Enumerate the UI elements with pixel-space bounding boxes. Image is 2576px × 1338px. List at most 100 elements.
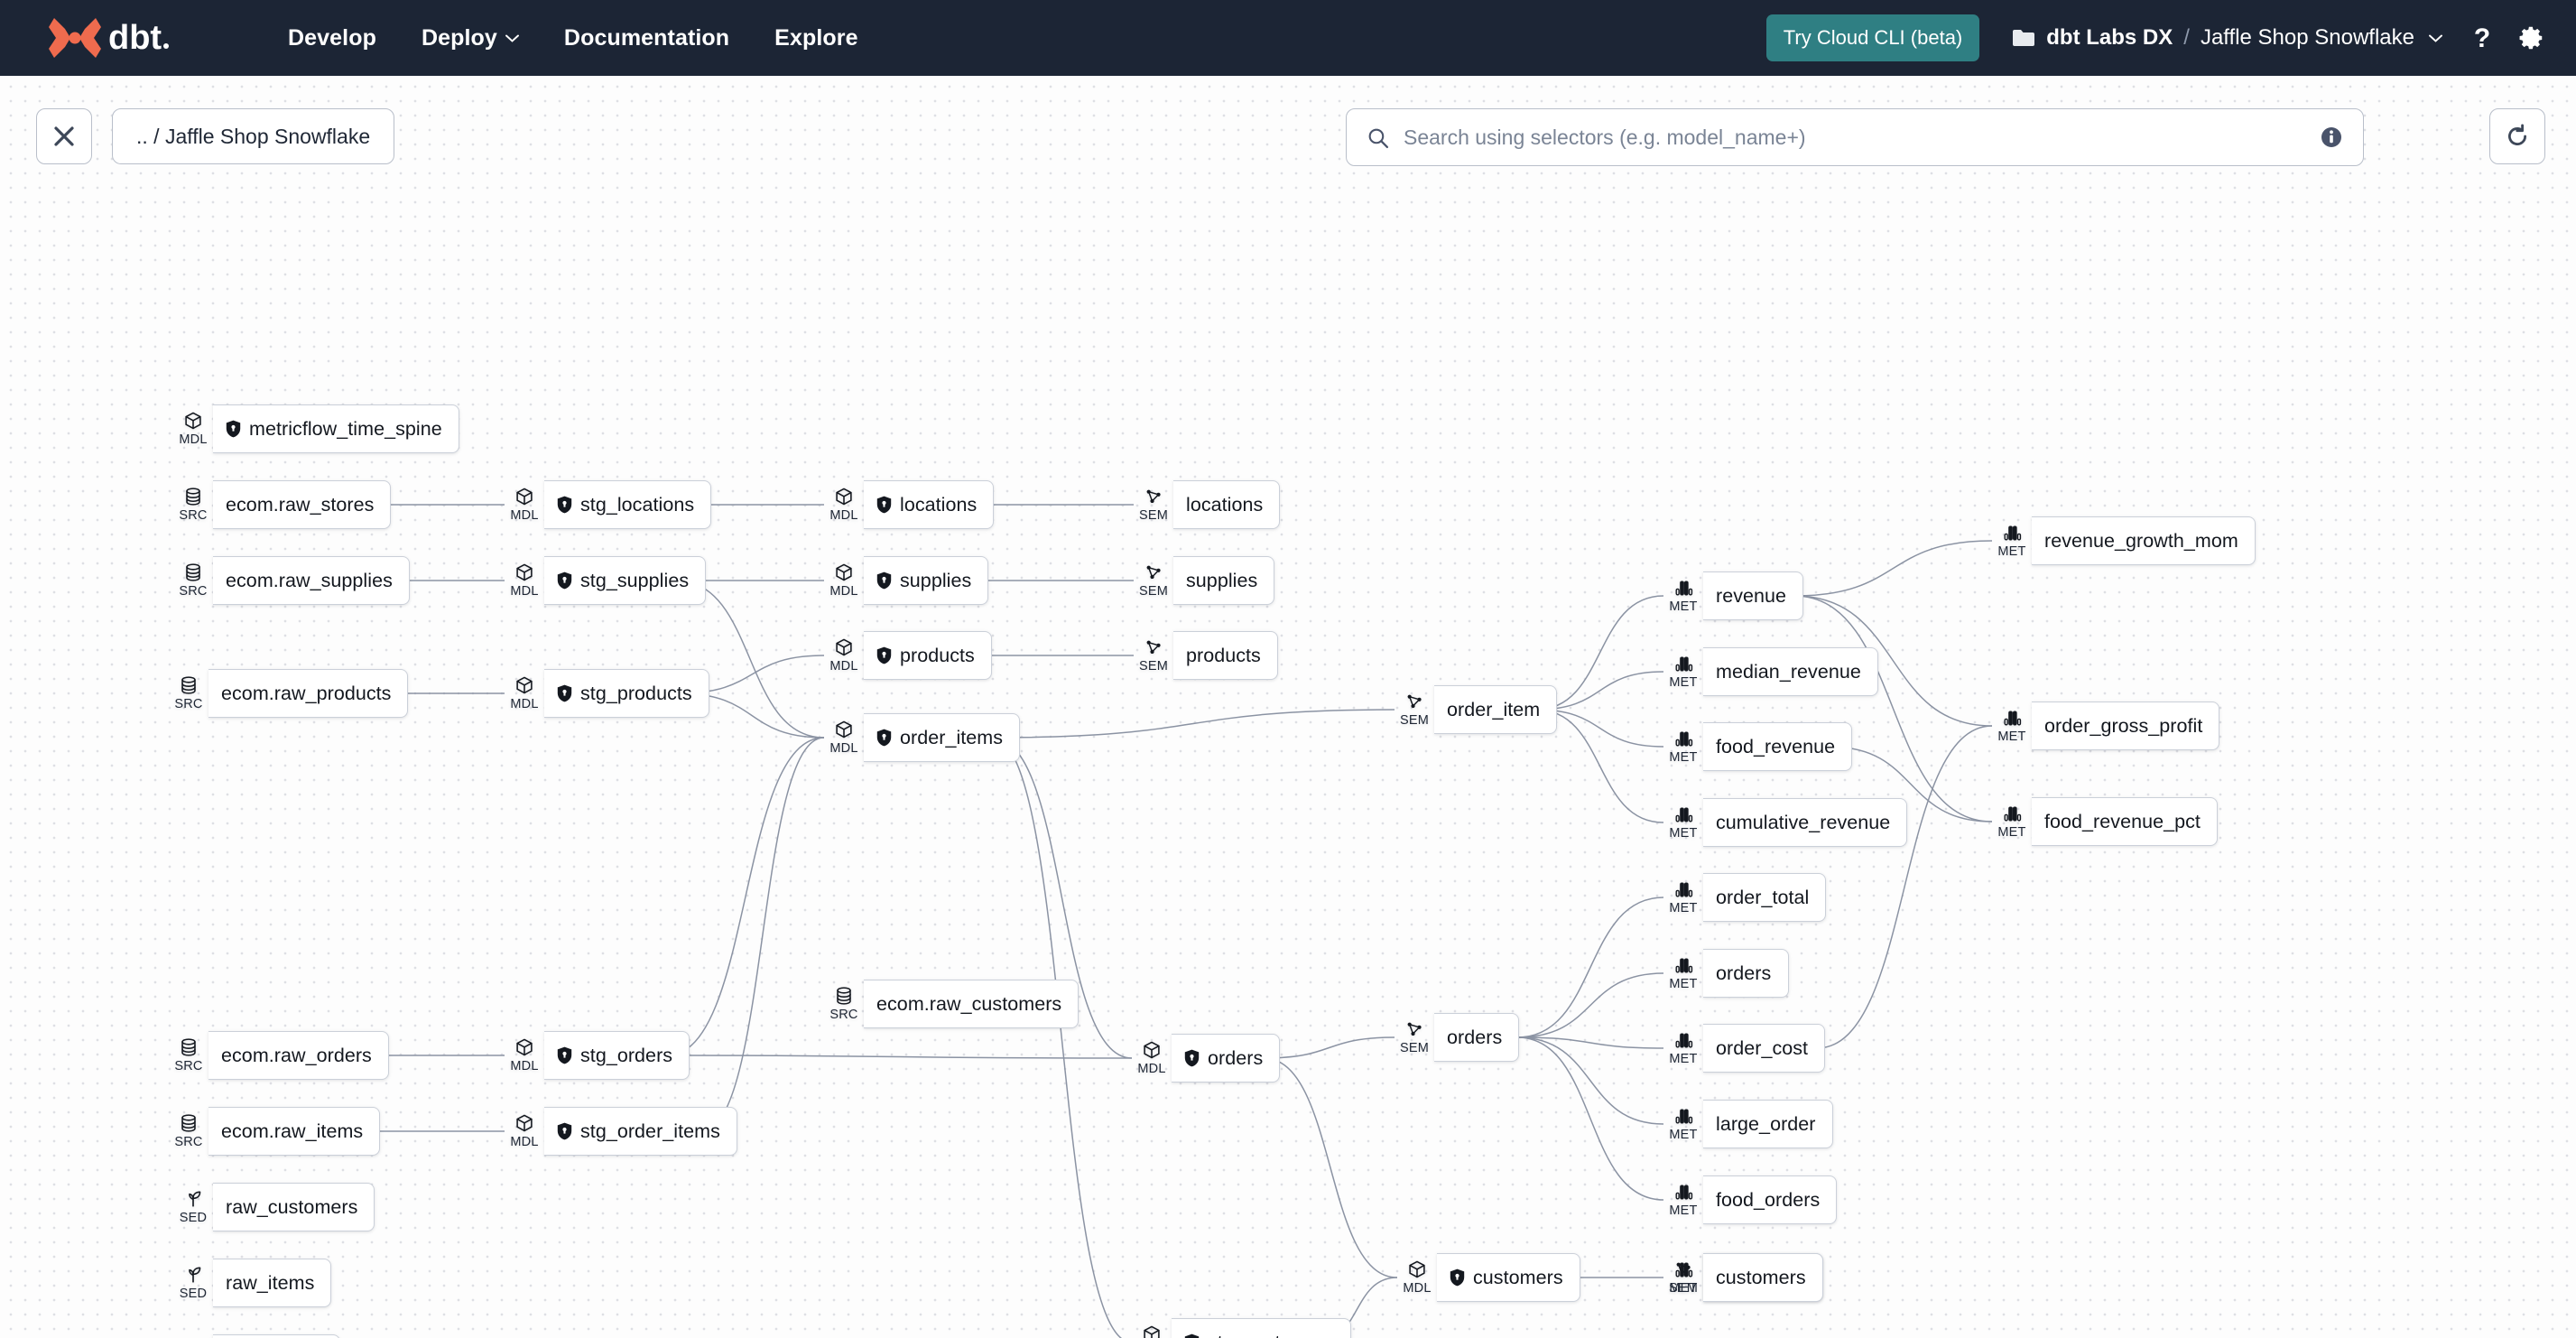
node-body[interactable]: food_orders bbox=[1703, 1175, 1838, 1224]
node-body[interactable]: stg_locations bbox=[544, 480, 712, 529]
node-body[interactable]: locations bbox=[1173, 480, 1281, 529]
node-body[interactable]: metricflow_time_spine bbox=[213, 404, 459, 453]
node-label: revenue bbox=[1716, 584, 1787, 607]
node-body[interactable]: ecom.raw_orders bbox=[208, 1031, 389, 1080]
node-body[interactable]: customers bbox=[1437, 1253, 1580, 1302]
search-input[interactable] bbox=[1404, 125, 2305, 150]
node-body[interactable]: ecom.raw_products bbox=[208, 669, 409, 718]
node-body[interactable]: order_items bbox=[864, 713, 1021, 762]
node-body[interactable]: food_revenue_pct bbox=[2032, 797, 2218, 846]
node-body[interactable]: orders bbox=[1703, 949, 1789, 998]
cube-icon bbox=[1142, 1324, 1162, 1338]
node-body[interactable]: raw_items bbox=[213, 1259, 332, 1307]
nav-item-deploy[interactable]: Deploy bbox=[399, 16, 542, 60]
node-body[interactable]: median_revenue bbox=[1703, 647, 1878, 696]
info-icon[interactable] bbox=[2320, 125, 2343, 149]
node-body[interactable]: stg_customers bbox=[1172, 1318, 1352, 1338]
node-body[interactable]: ecom.raw_customers bbox=[864, 980, 1080, 1028]
nav-item-develop[interactable]: Develop bbox=[265, 16, 399, 60]
node-body[interactable]: orders bbox=[1434, 1013, 1520, 1062]
project-breadcrumb[interactable]: dbt Labs DX / Jaffle Shop Snowflake bbox=[2012, 25, 2442, 51]
settings-button[interactable] bbox=[2518, 24, 2545, 51]
node-body[interactable]: supplies bbox=[864, 556, 989, 605]
node-body[interactable]: orders bbox=[1172, 1034, 1281, 1082]
node-body[interactable]: order_gross_profit bbox=[2032, 702, 2220, 750]
node-body[interactable]: raw_customers bbox=[213, 1183, 375, 1231]
node-body[interactable]: ecom.raw_items bbox=[208, 1107, 381, 1156]
node-body[interactable]: stg_orders bbox=[544, 1031, 690, 1080]
semantic-icon bbox=[1144, 487, 1163, 506]
node-body[interactable]: raw_orders bbox=[213, 1334, 341, 1338]
graph-breadcrumb[interactable]: .. / Jaffle Shop Snowflake bbox=[112, 108, 395, 164]
refresh-button[interactable] bbox=[2489, 108, 2545, 164]
close-graph-button[interactable] bbox=[36, 108, 92, 164]
nav-item-documentation[interactable]: Documentation bbox=[542, 16, 752, 60]
nav-item-explore[interactable]: Explore bbox=[752, 16, 880, 60]
node-body[interactable]: revenue bbox=[1703, 571, 1804, 620]
node-body[interactable]: revenue_growth_mom bbox=[2032, 516, 2256, 565]
node-body[interactable]: products bbox=[864, 631, 992, 680]
node-body[interactable]: customers bbox=[1703, 1253, 1823, 1302]
breadcrumb-project[interactable]: Jaffle Shop Snowflake bbox=[2200, 25, 2414, 50]
node-body[interactable]: order_cost bbox=[1703, 1024, 1826, 1073]
node-body[interactable]: products bbox=[1173, 631, 1278, 680]
node-body[interactable]: stg_order_items bbox=[544, 1107, 737, 1156]
node-body[interactable]: stg_supplies bbox=[544, 556, 707, 605]
node-body[interactable]: ecom.raw_supplies bbox=[213, 556, 410, 605]
node-body[interactable]: large_order bbox=[1703, 1100, 1833, 1148]
dbt-logo[interactable]: dbt bbox=[47, 14, 215, 61]
node-body[interactable]: cumulative_revenue bbox=[1703, 798, 1908, 847]
try-cloud-cli-button[interactable]: Try Cloud CLI (beta) bbox=[1765, 14, 1980, 61]
node-body[interactable]: locations bbox=[864, 480, 995, 529]
node-body[interactable]: food_revenue bbox=[1703, 722, 1853, 771]
node-body[interactable]: ecom.raw_stores bbox=[213, 480, 392, 529]
cube-icon bbox=[514, 487, 534, 506]
node-body[interactable]: stg_products bbox=[544, 669, 709, 718]
node-body[interactable]: order_item bbox=[1434, 685, 1558, 734]
help-button[interactable]: ? bbox=[2469, 23, 2495, 52]
node-body[interactable]: supplies bbox=[1173, 556, 1275, 605]
node-body[interactable]: order_total bbox=[1703, 873, 1827, 922]
